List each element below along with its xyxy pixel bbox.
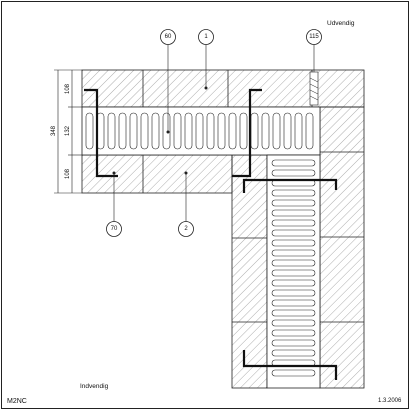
insulation-slot [271, 189, 316, 197]
inner-leaf-vertical [231, 154, 268, 389]
insulation-slot [271, 209, 316, 217]
insulation-slot [271, 199, 316, 207]
callout-leaders [113, 44, 315, 222]
callout-dot [204, 86, 208, 90]
insulation-slot [283, 112, 292, 150]
svg-text:60: 60 [165, 34, 172, 40]
dimension-total: 348 [51, 125, 57, 136]
insulation-slot [271, 159, 316, 167]
outer-leaf-vertical [319, 106, 365, 389]
wall-tie-bottom [242, 350, 338, 380]
callout-1: 1 [198, 29, 214, 45]
callout-dot [166, 130, 170, 134]
wall-tie-top-left [84, 88, 118, 178]
insulation-slot [217, 112, 226, 150]
drawing-code: M2NC [7, 398, 27, 405]
dimension-inner-leaf: 108 [65, 168, 71, 179]
insulation-slot [271, 339, 316, 347]
insulation-slot [271, 349, 316, 357]
insulation-slot [250, 112, 259, 150]
label-inside: Indvendig [80, 383, 109, 390]
insulation-slot [151, 112, 160, 150]
svg-text:1: 1 [204, 34, 208, 40]
label-outside: Udvendig [327, 20, 355, 27]
callout-dot [184, 171, 188, 175]
insulation-slot [294, 112, 303, 150]
insulation-slot [271, 249, 316, 257]
wall-tie-top-right [232, 88, 262, 178]
insulation-slot [271, 319, 316, 327]
cavity-insulation-vertical [266, 154, 321, 389]
drawing-date: 1.3.2006 [378, 398, 402, 404]
corner-sealant-strip [309, 71, 319, 106]
insulation-slot [140, 112, 149, 150]
svg-text:2: 2 [184, 226, 188, 232]
cavity-insulation-horizontal [81, 106, 321, 156]
callout-60: 60 [160, 29, 176, 45]
insulation-slot [271, 259, 316, 267]
insulation-slot [85, 112, 94, 150]
insulation-slot [272, 112, 281, 150]
insulation-slot [228, 112, 237, 150]
insulation-slot [173, 112, 182, 150]
outer-leaf-horizontal [81, 69, 365, 108]
wall-tie-corner [242, 178, 338, 193]
insulation-slot [129, 112, 138, 150]
insulation-slot [184, 112, 193, 150]
insulation-slot [271, 239, 316, 247]
insulation-slot [261, 112, 270, 150]
dimension-outer-leaf: 108 [65, 83, 71, 94]
callout-dot [112, 171, 116, 175]
insulation-slot [271, 299, 316, 307]
insulation-slot [271, 229, 316, 237]
insulation-slot [271, 329, 316, 337]
dimension-lines [54, 69, 82, 194]
insulation-slot [271, 169, 316, 177]
insulation-slot [195, 112, 204, 150]
callout-70: 70 [106, 221, 122, 237]
svg-text:115: 115 [309, 34, 319, 40]
callout-2: 2 [178, 221, 194, 237]
insulation-slot [271, 309, 316, 317]
insulation-slot [118, 112, 127, 150]
insulation-slot [305, 112, 314, 150]
insulation-slot [107, 112, 116, 150]
insulation-slot [271, 369, 316, 377]
insulation-slot [271, 219, 316, 227]
insulation-slot [271, 289, 316, 297]
insulation-slot [206, 112, 215, 150]
svg-text:70: 70 [111, 226, 118, 232]
dimension-cavity: 132 [65, 125, 71, 136]
insulation-slot [239, 112, 248, 150]
callout-115: 115 [306, 29, 322, 45]
inner-leaf-horizontal [81, 154, 233, 194]
insulation-slot [271, 279, 316, 287]
insulation-slot [271, 269, 316, 277]
